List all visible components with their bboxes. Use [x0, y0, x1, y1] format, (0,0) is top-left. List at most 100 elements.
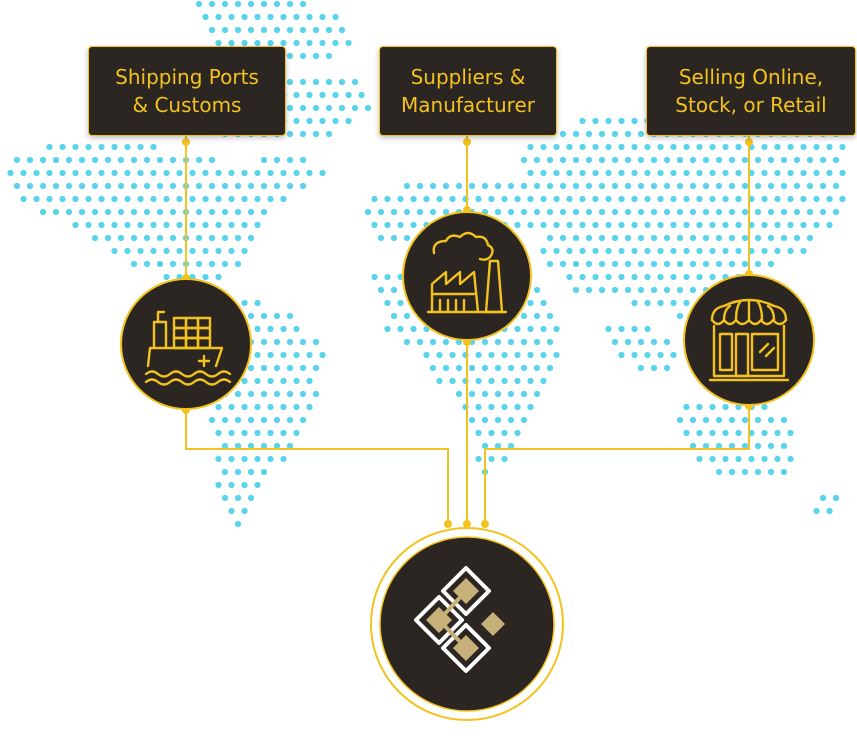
map-dot	[631, 169, 638, 177]
map-dot	[683, 403, 690, 411]
map-dot	[234, 182, 242, 190]
map-dot	[592, 195, 599, 203]
map-dot	[202, 247, 209, 255]
map-dot	[566, 273, 573, 281]
map-dot	[806, 182, 814, 190]
map-dot	[494, 416, 502, 424]
map-dot	[397, 325, 404, 333]
map-dot	[618, 351, 625, 359]
map-dot	[241, 13, 248, 21]
map-dot	[195, 260, 203, 268]
connector-retail-hub	[484, 406, 750, 524]
map-dot	[488, 351, 495, 359]
map-dot	[286, 26, 294, 34]
map-dot	[553, 169, 560, 177]
map-dot	[676, 312, 684, 320]
map-dot	[631, 299, 638, 307]
map-dot	[637, 286, 645, 294]
map-dot	[819, 182, 827, 190]
map-dot	[215, 13, 222, 21]
map-dot	[189, 247, 196, 255]
map-dot	[104, 234, 112, 242]
map-dot	[559, 156, 567, 164]
map-dot	[735, 143, 742, 151]
map-dot	[390, 234, 398, 242]
map-dot	[436, 377, 443, 385]
map-dot	[598, 156, 606, 164]
map-dot	[254, 429, 261, 437]
map-dot	[520, 364, 528, 372]
map-dot	[735, 429, 742, 437]
map-dot	[117, 234, 125, 242]
map-dot	[72, 221, 79, 229]
map-dot	[111, 143, 118, 151]
map-dot	[150, 143, 157, 151]
map-dot	[332, 91, 339, 99]
map-dot	[286, 156, 294, 164]
map-dot	[696, 195, 703, 203]
map-dot	[241, 507, 248, 515]
junction-dot	[481, 520, 489, 528]
map-dot	[722, 169, 729, 177]
map-dot	[195, 234, 203, 242]
map-dot	[33, 195, 40, 203]
map-dot	[423, 351, 430, 359]
hub-node[interactable]	[370, 527, 564, 721]
map-dot	[559, 130, 567, 138]
map-dot	[202, 169, 209, 177]
map-dot	[605, 247, 612, 255]
map-dot	[793, 156, 801, 164]
map-dot	[637, 260, 645, 268]
map-dot	[689, 234, 697, 242]
map-dot	[683, 143, 690, 151]
map-dot	[650, 208, 658, 216]
label-suppliers: Suppliers & Manufacturer	[379, 46, 557, 136]
map-dot	[611, 234, 619, 242]
map-dot	[540, 195, 547, 203]
map-dot	[618, 117, 625, 125]
map-dot	[728, 234, 736, 242]
map-dot	[442, 208, 450, 216]
map-dot	[312, 364, 320, 372]
map-dot	[273, 26, 281, 34]
map-dot	[390, 286, 398, 294]
map-dot	[293, 377, 300, 385]
map-dot	[312, 78, 320, 86]
map-dot	[650, 338, 658, 346]
map-dot	[150, 247, 157, 255]
map-dot	[507, 364, 515, 372]
map-dot	[306, 351, 313, 359]
map-dot	[702, 442, 710, 450]
map-dot	[299, 390, 307, 398]
map-dot	[481, 416, 489, 424]
map-dot	[494, 338, 502, 346]
map-dot	[689, 260, 697, 268]
map-dot	[137, 247, 144, 255]
map-dot	[832, 494, 840, 502]
map-dot	[286, 312, 294, 320]
ports-node[interactable]	[120, 278, 252, 410]
retail-node[interactable]	[683, 274, 815, 406]
map-dot	[585, 260, 593, 268]
map-dot	[761, 169, 768, 177]
map-dot	[598, 234, 606, 242]
junction-dot	[745, 138, 753, 146]
map-dot	[631, 221, 638, 229]
map-dot	[176, 169, 183, 177]
suppliers-node[interactable]	[402, 211, 532, 341]
map-dot	[540, 247, 547, 255]
map-dot	[533, 156, 541, 164]
map-dot	[644, 247, 651, 255]
map-dot	[228, 13, 235, 21]
map-dot	[663, 286, 671, 294]
map-dot	[637, 208, 645, 216]
map-dot	[195, 208, 203, 216]
map-dot	[221, 260, 229, 268]
map-dot	[663, 156, 671, 164]
map-dot	[319, 351, 326, 359]
map-dot	[624, 156, 632, 164]
map-dot	[286, 0, 294, 8]
map-dot	[104, 182, 112, 190]
map-dot	[143, 260, 151, 268]
map-dot	[312, 390, 320, 398]
